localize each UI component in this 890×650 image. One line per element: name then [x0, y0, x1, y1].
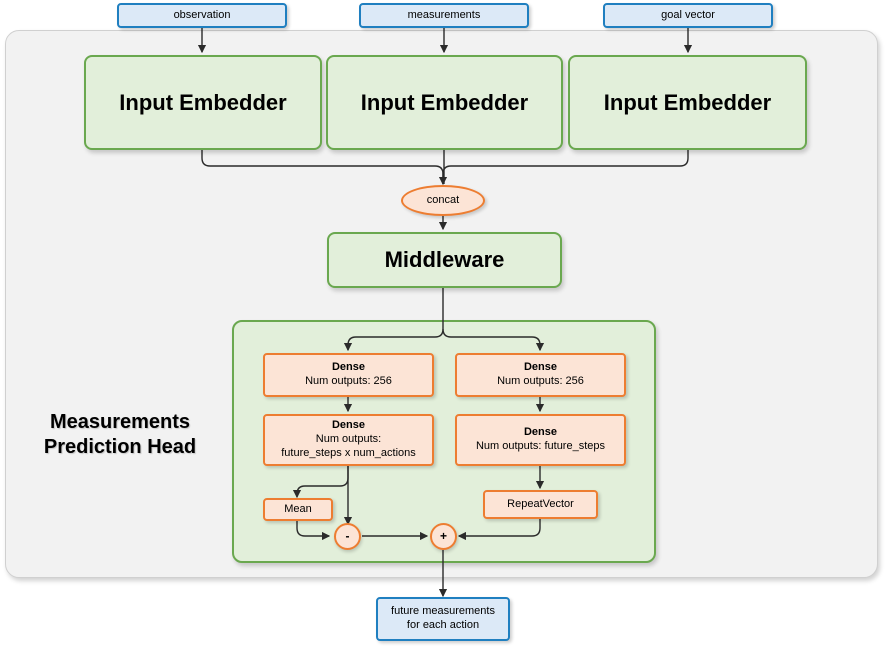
middleware-node[interactable]: Middleware [327, 232, 562, 288]
input-box-goal-vector[interactable]: goal vector [603, 3, 773, 28]
left-dense-2[interactable]: Dense Num outputs: future_steps x num_ac… [263, 414, 434, 466]
input-embedder-1-label: Input Embedder [119, 89, 287, 115]
right-dense-2-title: Dense [523, 426, 558, 439]
output-box-line-2: for each action [406, 619, 480, 631]
left-dense-1-outputs: Num outputs: 256 [305, 375, 392, 387]
input-embedder-2-label: Input Embedder [360, 89, 529, 115]
mean-label: Mean [284, 502, 312, 515]
measurements-prediction-head-label: Measurements Prediction Head [30, 410, 210, 460]
left-dense-2-title: Dense [331, 419, 366, 432]
input-embedder-1[interactable]: Input Embedder [84, 55, 322, 150]
section-label-line-2: Prediction Head [43, 436, 197, 458]
left-dense-1[interactable]: Dense Num outputs: 256 [263, 353, 434, 397]
input-box-measurements-label: measurements [407, 8, 481, 21]
input-box-goal-vector-label: goal vector [661, 8, 715, 21]
add-operator[interactable]: + [430, 523, 457, 550]
concat-node[interactable]: concat [401, 185, 485, 216]
left-dense-1-title: Dense [331, 361, 366, 374]
output-box-line-1: future measurements [391, 605, 495, 618]
input-box-observation[interactable]: observation [117, 3, 287, 28]
middleware-label: Middleware [384, 247, 505, 273]
right-dense-1-title: Dense [523, 361, 558, 374]
add-operator-label: + [439, 529, 447, 543]
subtract-operator-label: - [345, 529, 350, 543]
subtract-operator[interactable]: - [334, 523, 361, 550]
right-dense-2-outputs: Num outputs: future_steps [475, 440, 605, 452]
input-embedder-3[interactable]: Input Embedder [568, 55, 807, 150]
input-embedder-3-label: Input Embedder [603, 89, 772, 115]
right-dense-1-outputs: Num outputs: 256 [497, 375, 584, 387]
concat-label: concat [426, 193, 460, 206]
input-box-measurements[interactable]: measurements [359, 3, 529, 28]
input-embedder-2[interactable]: Input Embedder [326, 55, 563, 150]
repeat-vector-node[interactable]: RepeatVector [483, 490, 598, 519]
repeat-vector-label: RepeatVector [507, 497, 574, 510]
output-box-future-measurements[interactable]: future measurements for each action [376, 597, 510, 641]
left-dense-2-outputs-value: future_steps x num_actions [281, 446, 416, 459]
mean-node[interactable]: Mean [263, 498, 333, 521]
right-dense-1[interactable]: Dense Num outputs: 256 [455, 353, 626, 397]
section-label-line-1: Measurements [49, 411, 191, 433]
input-box-observation-label: observation [173, 8, 231, 21]
left-dense-2-outputs-label: Num outputs: [315, 433, 382, 446]
right-dense-2[interactable]: Dense Num outputs: future_steps [455, 414, 626, 466]
